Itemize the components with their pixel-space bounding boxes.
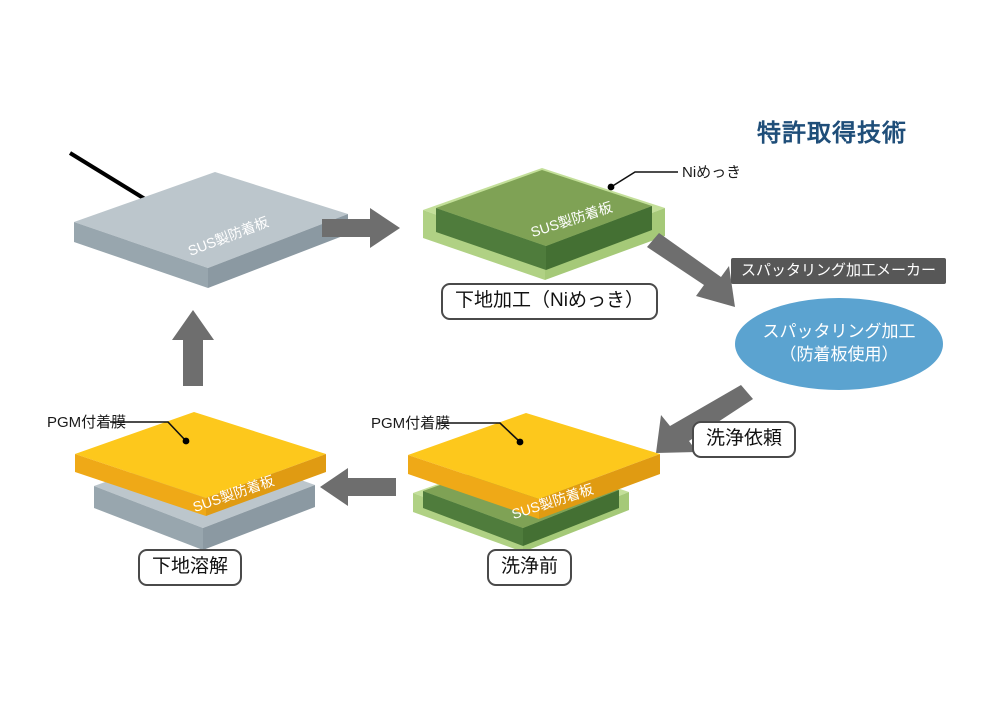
bc-pgm-top-face bbox=[408, 413, 660, 499]
ni-leader-line bbox=[610, 171, 678, 188]
arrow-dissolve-to-sus bbox=[170, 308, 216, 388]
bc-pgm-label: PGM付着膜 bbox=[371, 415, 451, 432]
dissolve-illustration bbox=[75, 412, 326, 550]
caption-cleaning-request: 洗浄依頼 bbox=[692, 421, 797, 458]
step-ni-plating: SUS製防着板 Niめっき bbox=[420, 150, 741, 290]
ds-pgm-leader-dot bbox=[182, 437, 190, 445]
bc-pgm-front-face bbox=[408, 455, 539, 519]
green-plate-front-face bbox=[436, 208, 546, 270]
arrow-ni-to-sputtering bbox=[645, 233, 755, 318]
ds-sus-right-face bbox=[203, 485, 315, 550]
caption-dissolve: 下地溶解 bbox=[138, 549, 243, 586]
sus-plate-front-face bbox=[74, 222, 208, 288]
page-title: 特許取得技術 bbox=[757, 120, 907, 147]
bc-green-plate-front-face bbox=[423, 491, 523, 546]
sputtering-ellipse-line1: スパッタリング加工 bbox=[762, 322, 916, 342]
bc-pgm-leader-line bbox=[437, 422, 521, 443]
arrow-up-icon bbox=[172, 310, 214, 386]
caption-before-clean: 洗浄前 bbox=[487, 549, 573, 586]
ds-pgm-label: PGM付着膜 bbox=[47, 414, 127, 431]
ds-pgm-leader-line bbox=[110, 421, 187, 442]
ni-coating-label: Niめっき bbox=[682, 164, 742, 181]
bc-pgm-leader-dot bbox=[516, 438, 524, 446]
arrow-down-left-icon bbox=[656, 385, 753, 453]
arrow-before-clean-to-dissolve bbox=[318, 466, 398, 508]
step-sus-plate: SUS製防着板 bbox=[60, 150, 360, 290]
caption-ni-plating: 下地加工（Niめっき） bbox=[441, 283, 658, 320]
sputtering-process-ellipse: スパッタリング加工 （防着板使用） bbox=[735, 298, 943, 390]
arrow-right-icon bbox=[322, 208, 400, 248]
before-clean-illustration bbox=[408, 413, 660, 552]
green-plate-top-face bbox=[436, 170, 652, 246]
arrow-sputtering-to-before-clean bbox=[645, 383, 755, 458]
ni-leader-dot bbox=[607, 183, 615, 191]
ds-pgm-right-face bbox=[206, 454, 326, 516]
sputtering-maker-pill: スパッタリング加工メーカー bbox=[731, 258, 947, 284]
ds-pgm-front-face bbox=[75, 454, 206, 516]
arrow-left-icon bbox=[320, 468, 396, 506]
arrow-sus-to-ni bbox=[322, 205, 402, 251]
arrow-down-right-icon bbox=[647, 233, 735, 307]
sputtering-ellipse-line2: （防着板使用） bbox=[779, 345, 899, 364]
sus-plate-top-face bbox=[74, 172, 348, 268]
ni-plating-illustration bbox=[423, 168, 678, 280]
green-plate-right-face bbox=[546, 206, 652, 270]
ds-pgm-top-face bbox=[75, 412, 326, 498]
sus-plate-right-face bbox=[208, 214, 348, 288]
step-before-clean: PGM付着膜 SUS製防着板 bbox=[371, 400, 695, 552]
step-dissolve: PGM付着膜 SUS製防着板 bbox=[47, 398, 360, 550]
bc-pgm-right-face bbox=[539, 454, 660, 519]
ds-sus-front-face bbox=[94, 486, 203, 550]
bc-green-plate-right-face bbox=[523, 490, 619, 546]
sus-plate-illustration bbox=[68, 151, 348, 288]
